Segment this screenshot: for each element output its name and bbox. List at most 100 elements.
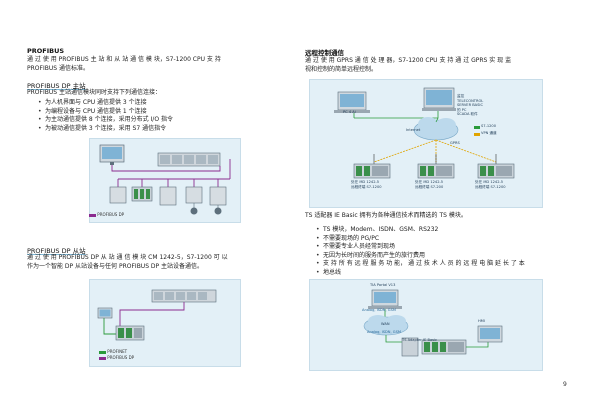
list-item: 不需要现场的 PG/PC: [316, 235, 591, 244]
monitor-stand: [110, 162, 114, 165]
right-intro-line-1: 通 过 使 用 GPRS 通 信 处 理 器，S7-1200 CPU 支 持 通…: [305, 57, 512, 64]
fig1-node-label-line: 远程终端 S7-1200: [351, 184, 382, 189]
plc-module: [176, 292, 185, 300]
profibus-legend-swatch: [89, 213, 96, 217]
server-pc-keyboard: [422, 108, 456, 111]
fig1-legend-s7-1200: S7-1200: [481, 124, 497, 128]
fig1-center-label-line: 监控: [457, 94, 465, 98]
dp-slave-text-line-2: 作为一个智能 DP 从站设备与任何 PROFIBUS DP 主站设备通信。: [27, 262, 204, 270]
legend-swatch-vpn: [474, 133, 480, 136]
device-module: [364, 166, 370, 176]
network-line: [466, 340, 489, 348]
network-line: [435, 117, 439, 123]
fig1-node-label-line: 远程终端 S7-1200: [475, 184, 506, 189]
server-pc-screen: [426, 90, 452, 105]
dp-master-lead: PROFIBUS 主站通信模块同时支持下列通信连接：: [27, 89, 161, 96]
list-item: 为人机界面与 CPU 通信提供 3 个连接: [38, 99, 305, 108]
fig1-node-label-line: 处在 MD 1242-5: [351, 180, 380, 184]
left-intro-line-1: 通 过 使 用 PROFIBUS 主 站 和 从 站 通 信 模 块，S7-12…: [27, 56, 221, 63]
drive-device: [209, 186, 227, 206]
network-line: [385, 335, 402, 343]
list-item: 为主动通信提供 8 个连接，采用分布式 I/O 指令: [38, 116, 305, 125]
plc-module: [187, 292, 196, 300]
profibus-legend-label: PROFIBUS DP: [107, 355, 135, 360]
profibus-dp-master-diagram: [99, 144, 231, 215]
device-module: [428, 166, 434, 176]
page-number: 9: [563, 381, 567, 388]
cpu-module: [118, 328, 124, 338]
fig1-gprs-label: GPRS: [450, 141, 460, 145]
motor-icon: [190, 207, 198, 215]
profibus-line: [119, 302, 185, 326]
left-intro: 通 过 使 用 PROFIBUS 主 站 和 从 站 通 信 模 块，S7-12…: [27, 56, 299, 73]
cpu-module: [126, 328, 132, 338]
list-item-continuation: 地总线: [316, 269, 591, 278]
dp-master-heading: PROFIBUS DP 主站: [27, 82, 86, 90]
fig1-node-label: 处在 MD 1242-5 远程终端 S7-1200: [351, 180, 382, 189]
pc-screen: [340, 94, 364, 107]
plc-module: [208, 155, 218, 164]
fig2-analog-top-label: Analog, ISDN, GSM: [362, 308, 396, 312]
device-module: [480, 166, 486, 176]
monitor-screen: [102, 147, 122, 159]
ts-adapter-figure: [309, 279, 543, 371]
fig1-node-label: 处在 MD 1242-5 远程终端 S7-200: [415, 180, 443, 189]
pc-keyboard: [334, 110, 370, 113]
profibus-legend: PROFIBUS DP: [99, 355, 134, 361]
fig1-node-label-line: 处在 MD 1242-5: [475, 180, 504, 184]
right-section-title: 远程控制通信: [305, 49, 344, 57]
fig1-internet-label: Internet: [406, 128, 421, 132]
device-module: [448, 342, 464, 352]
right-intro: 通 过 使 用 GPRS 通 信 处 理 器，S7-1200 CPU 支 持 通…: [305, 57, 581, 74]
fig1-node-label-line: 处在 MD 1242-5: [415, 180, 444, 184]
plc-module: [154, 292, 163, 300]
plc-module: [184, 155, 194, 164]
fig1-pc-label: PC 4 Ai: [343, 110, 356, 114]
fig1-center-label-line: TELECONTROL: [457, 98, 484, 103]
vpn-tunnel: [373, 139, 437, 163]
profinet-legend-swatch: [99, 350, 106, 354]
profibus-line: [111, 165, 221, 172]
profibus-dp-master-figure: [89, 138, 241, 223]
profibus-dp-slave-diagram: [97, 289, 217, 341]
dp-slave-legend: PROFINET PROFIBUS DP: [99, 349, 134, 361]
plc-module: [196, 155, 206, 164]
io-device-module: [134, 189, 138, 199]
ts-intro: TS 适配器 IE Basic 拥有为各种通信技术而精选的 TS 模块。: [305, 212, 467, 219]
io-device-module: [140, 189, 144, 199]
profinet-legend: PROFINET: [99, 349, 134, 355]
plc-module: [160, 155, 170, 164]
left-section-title: PROFIBUS: [27, 47, 65, 55]
fig2-analog-bottom-label: Analog, ISDN, GSM: [367, 330, 401, 334]
ts-bullet-list: TS 模块，Modem、ISDN、GSM、RS232 不需要现场的 PG/PC …: [315, 226, 591, 277]
remote-control-figure: [309, 79, 543, 208]
fig2-wan-label: WAN: [381, 322, 390, 326]
cpu-module: [134, 328, 142, 338]
fig1-center-label-line: 的 PC: [457, 107, 467, 112]
device-module: [432, 342, 438, 352]
device-module: [440, 342, 446, 352]
dp-slave-text: 通 过 使 用 PROFIBUS DP 从 站 通 信 模 块 CM 1242-…: [27, 254, 299, 271]
dp-slave-text-line-1: 通 过 使 用 PROFIBUS DP 从 站 通 信 模 块 CM 1242-…: [27, 254, 228, 261]
ts-adapter-device: [401, 337, 419, 357]
right-intro-line-2: 视和控制的简单远程控制。: [305, 65, 378, 73]
device-module: [488, 166, 494, 176]
drive-device: [185, 186, 203, 204]
monitor-screen: [99, 309, 111, 317]
fig1-node-label-line: 远程终端 S7-200: [415, 184, 444, 189]
fig1-legend-vpn: VPN 通道: [481, 131, 497, 135]
fig1-center-label: 监控 TELECONTROL SERVER BASIC 的 PC SCADA 软…: [457, 94, 483, 117]
motor-icon: [214, 207, 222, 215]
list-item: 为编程设备与 CPU 通信提供 1 个连接: [38, 108, 305, 117]
wan-cloud-puff: [368, 315, 388, 327]
dp-slave-heading: PROFIBUS DP 从站: [27, 247, 86, 255]
list-item: 无因为长时间的服务而产生的旅行费用: [316, 252, 591, 261]
list-item: TS 模块，Modem、ISDN、GSM、RS232: [316, 226, 591, 235]
device-module: [420, 166, 426, 176]
io-device: [109, 186, 127, 204]
profibus-legend-label: PROFIBUS DP: [97, 212, 125, 217]
device-module: [496, 166, 512, 176]
list-item: 支 持 所 有 远 程 服 务 功 能， 通 过 技 术 人 员 的 远 程 电…: [316, 260, 591, 269]
fig2-ts-label: TS Adapter IE Basic: [402, 338, 438, 342]
laptop-screen: [374, 292, 396, 303]
